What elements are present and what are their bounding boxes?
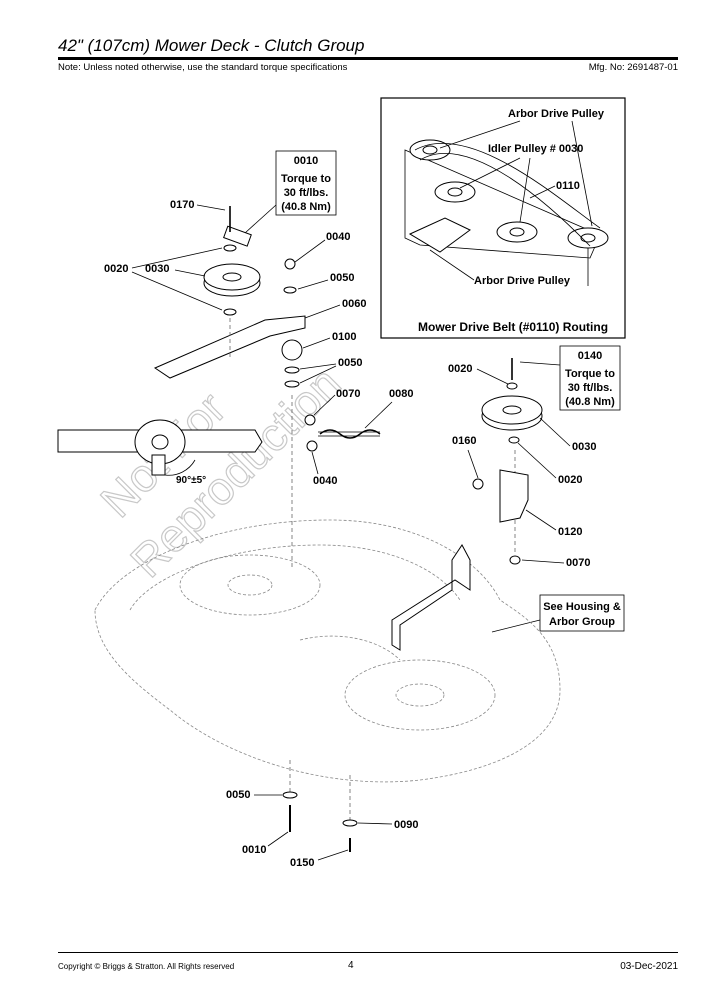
torque-callout-0140: 0140 Torque to 30 ft/lbs. (40.8 Nm)	[519, 345, 621, 411]
label-0020-right-top: 0020	[448, 363, 472, 375]
label-0080: 0080	[389, 388, 413, 400]
watermark: Not For Reproduction	[90, 356, 351, 587]
inset-title: Mower Drive Belt (#0110) Routing	[418, 320, 608, 334]
torque-note: Note: Unless noted otherwise, use the st…	[58, 62, 348, 73]
bottom-hardware	[282, 791, 358, 852]
part-labels: 0170 0020 0030 0040 0050 0060 0100 0050 …	[104, 199, 596, 869]
angle-label: 90°±5°	[176, 475, 206, 486]
header-rule	[58, 57, 678, 60]
svg-text:30 ft/lbs.: 30 ft/lbs.	[568, 382, 613, 394]
label-0050-mid: 0050	[338, 357, 362, 369]
svg-text:Torque to: Torque to	[281, 173, 331, 185]
svg-text:Arbor Group: Arbor Group	[549, 616, 615, 628]
mfg-number: Mfg. No: 2691487-01	[588, 62, 678, 73]
label-0050-bottom: 0050	[226, 789, 250, 801]
label-0010-bottom: 0010	[242, 844, 266, 856]
label-0160: 0160	[452, 435, 476, 447]
label-0100: 0100	[332, 331, 356, 343]
label-0030-right: 0030	[572, 441, 596, 453]
label-0040-top: 0040	[326, 231, 350, 243]
inset-idler-label: Idler Pulley # 0030	[488, 143, 583, 155]
page-title: 42" (107cm) Mower Deck - Clutch Group	[58, 36, 365, 55]
see-housing-callout: See Housing & Arbor Group	[491, 594, 625, 633]
label-0170: 0170	[170, 199, 194, 211]
label-0030-left: 0030	[145, 263, 169, 275]
label-0050-top: 0050	[330, 272, 354, 284]
footer-rule	[58, 952, 678, 953]
svg-text:Torque to: Torque to	[565, 368, 615, 380]
label-0020-left: 0020	[104, 263, 128, 275]
label-0090: 0090	[394, 819, 418, 831]
print-date: 03-Dec-2021	[620, 961, 678, 972]
label-0020-right-bottom: 0020	[558, 474, 582, 486]
label-0040-mid: 0040	[313, 475, 337, 487]
label-0150: 0150	[290, 857, 314, 869]
page-number: 4	[348, 960, 354, 971]
svg-text:0010: 0010	[294, 155, 318, 167]
mower-deck-housing	[94, 519, 561, 783]
label-0120: 0120	[558, 526, 582, 538]
angle-detail: 90°±5°	[57, 419, 263, 486]
inset-arbor-top-label: Arbor Drive Pulley	[508, 108, 605, 120]
svg-text:(40.8 Nm): (40.8 Nm)	[281, 201, 331, 213]
svg-text:0140: 0140	[578, 350, 602, 362]
svg-text:30 ft/lbs.: 30 ft/lbs.	[284, 187, 329, 199]
copyright: Copyright © Briggs & Stratton. All Right…	[58, 962, 235, 971]
label-0070-right: 0070	[566, 557, 590, 569]
inset-arbor-bottom-label: Arbor Drive Pulley	[474, 275, 571, 287]
torque-callout-0010: 0010 Torque to 30 ft/lbs. (40.8 Nm)	[244, 150, 337, 234]
label-0070-left: 0070	[336, 388, 360, 400]
inset-belt-label: 0110	[556, 180, 580, 192]
right-bracket-assembly	[472, 358, 543, 565]
svg-text:See Housing &: See Housing &	[543, 601, 621, 613]
svg-text:(40.8 Nm): (40.8 Nm)	[565, 396, 615, 408]
label-0060: 0060	[342, 298, 366, 310]
belt-routing-inset: Arbor Drive Pulley Idler Pulley # 0030 0…	[380, 97, 626, 339]
